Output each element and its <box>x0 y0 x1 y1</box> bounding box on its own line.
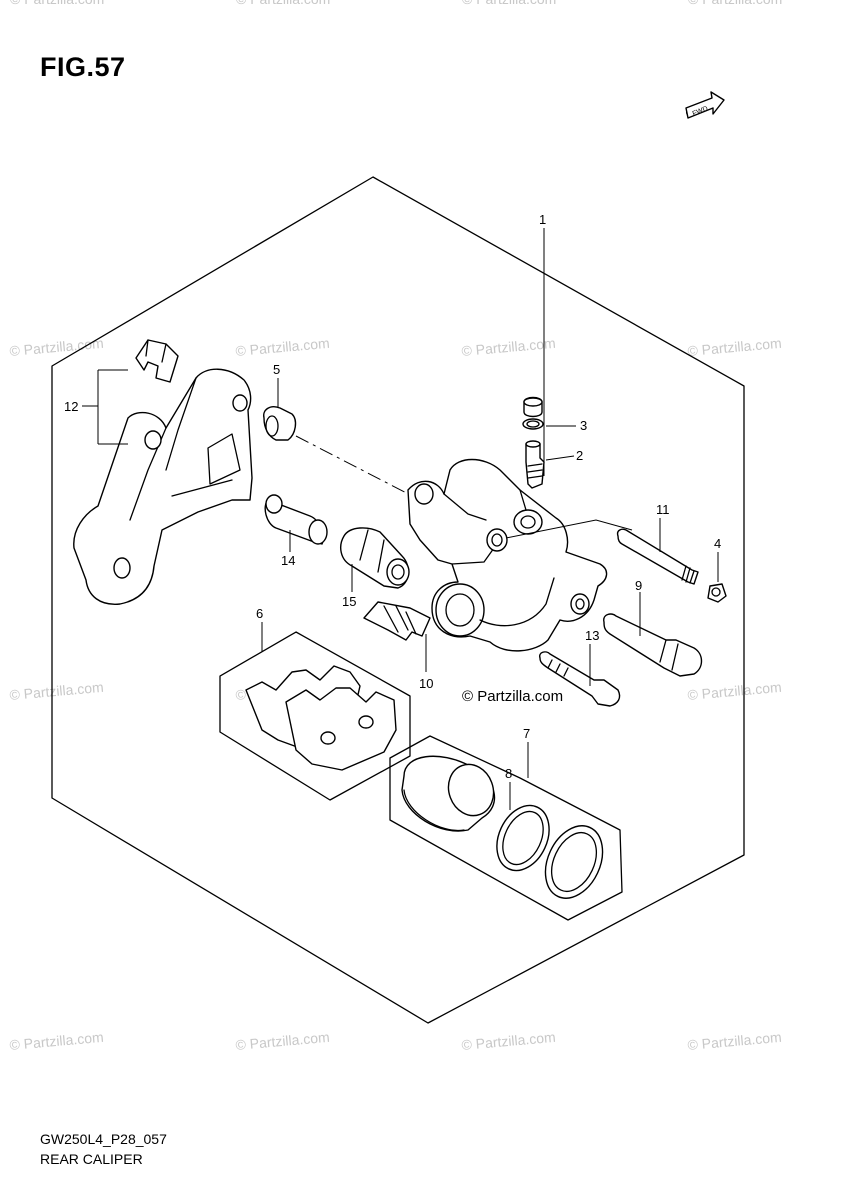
callout-leader <box>545 455 575 461</box>
callout-label: 9 <box>635 578 642 593</box>
watermark: © Partzilla.com <box>687 335 782 359</box>
callout-leader <box>505 519 633 539</box>
watermark: © Partzilla.com <box>9 335 104 359</box>
watermark: © Partzilla.com <box>687 679 782 703</box>
callout-label: 5 <box>273 362 280 377</box>
callout-label: 4 <box>714 536 721 551</box>
callout-label: 14 <box>281 553 295 568</box>
figure-title: FIG.57 <box>40 52 126 82</box>
callout-label: 11 <box>656 502 670 517</box>
callout-label: 1 <box>539 212 546 227</box>
watermark: © Partzilla.com <box>10 0 104 7</box>
fwd-arrow-icon: FWD <box>685 91 725 119</box>
watermark: © Partzilla.com <box>687 1029 782 1053</box>
watermark: © Partzilla.com <box>461 335 556 359</box>
watermark: © Partzilla.com <box>462 688 563 705</box>
watermark: © Partzilla.com <box>462 0 556 7</box>
small-bolt <box>538 651 621 707</box>
pad-spring <box>363 601 431 641</box>
watermark: © Partzilla.com <box>236 0 330 7</box>
callout-label: 8 <box>505 766 512 781</box>
rubber-boot <box>263 406 297 441</box>
callout-label: 3 <box>580 418 587 433</box>
piston-set-outline <box>389 735 623 921</box>
piston-seal-set <box>389 735 623 921</box>
callout-label: 13 <box>585 628 599 643</box>
callout-bracket <box>82 369 128 445</box>
watermark: © Partzilla.com <box>461 1029 556 1053</box>
bleeder-cap <box>522 396 544 430</box>
pin-sleeve <box>264 494 328 545</box>
watermark: © Partzilla.com <box>235 1029 330 1053</box>
watermark: © Partzilla.com <box>9 1029 104 1053</box>
piston-seals <box>496 804 604 899</box>
figure-name: REAR CALIPER <box>40 1151 143 1167</box>
callout-label: 15 <box>342 594 356 609</box>
caliper-bracket <box>73 339 253 605</box>
brake-pad-set <box>219 631 411 801</box>
pin-boot <box>340 527 410 589</box>
watermark: © Partzilla.com <box>688 0 782 7</box>
caliper-body <box>407 458 608 652</box>
callout-label: 10 <box>419 676 433 691</box>
callout-label: 6 <box>256 606 263 621</box>
callout-label: 12 <box>64 399 78 414</box>
assembly-outline <box>51 176 745 1024</box>
figure-code: GW250L4_P28_057 <box>40 1131 167 1147</box>
mounting-bolt <box>603 613 703 677</box>
pad-set-outline <box>219 631 411 801</box>
callout-label: 2 <box>576 448 583 463</box>
watermark: © Partzilla.com <box>9 679 104 703</box>
pin-plug <box>707 583 727 603</box>
alignment-line <box>295 435 421 501</box>
callout-label: 7 <box>523 726 530 741</box>
guide-pin <box>616 528 699 585</box>
bleeder-valve <box>525 440 545 489</box>
watermark: © Partzilla.com <box>235 335 330 359</box>
